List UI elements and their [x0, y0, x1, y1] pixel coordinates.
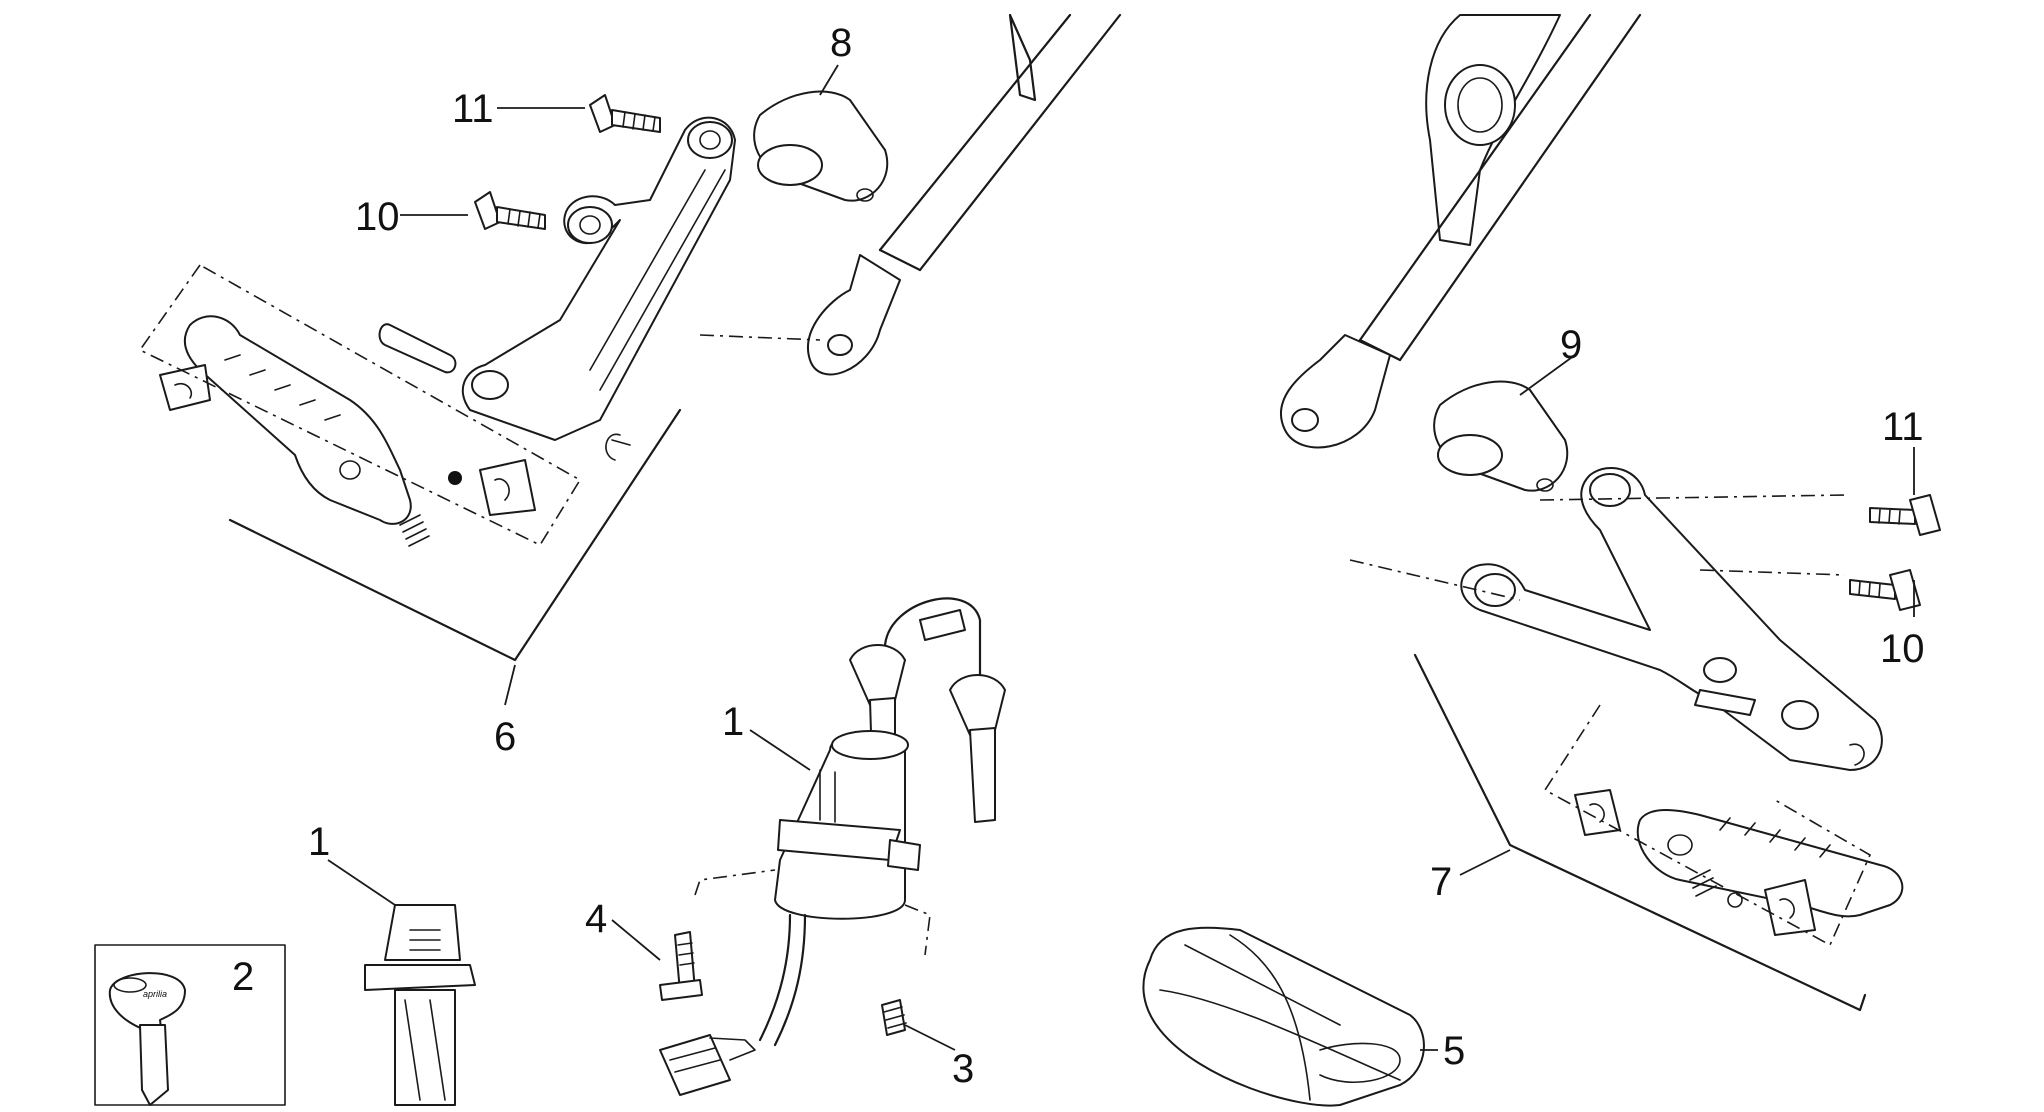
- callout-9: 9: [1560, 323, 1582, 367]
- callout-labels: 11 10 8 9 11 10 6 7 1 1 2 4 3 5: [232, 21, 1925, 1091]
- key-box-part-2: aprilia: [94, 944, 286, 1106]
- callout-1-lock: 1: [308, 820, 330, 864]
- bolt-left-10: [474, 191, 546, 230]
- callout-11-right: 11: [1882, 405, 1924, 449]
- tool-kit-part-5: [1142, 926, 1425, 1107]
- callout-10-left: 10: [355, 195, 400, 239]
- left-footpeg: [138, 263, 821, 547]
- lock-part-1: [364, 904, 476, 1106]
- screw-part-4: [659, 931, 703, 1001]
- bolt-left-11: [589, 94, 661, 133]
- callout-6: 6: [494, 715, 516, 759]
- left-frame-tube: [807, 13, 1122, 376]
- callout-2: 2: [232, 955, 254, 999]
- callout-3: 3: [952, 1047, 974, 1091]
- assembly-bracket-7: [1413, 653, 1867, 1012]
- clamp-part-8: [753, 90, 889, 202]
- callout-4: 4: [585, 897, 607, 941]
- ignition-switch: [659, 597, 1006, 1096]
- clamp-part-9: [1433, 380, 1569, 492]
- callout-10-right: 10: [1880, 627, 1925, 671]
- callout-8: 8: [830, 21, 852, 65]
- leader-lines: [327, 64, 1915, 1051]
- assembly-bracket-6: [228, 408, 682, 662]
- callout-7: 7: [1430, 860, 1452, 904]
- callout-1-ignition: 1: [722, 700, 744, 744]
- callout-11-left: 11: [452, 87, 494, 131]
- callout-5: 5: [1443, 1029, 1465, 1073]
- key-brand-label: aprilia: [143, 989, 167, 999]
- left-footrest-bracket: [378, 116, 736, 461]
- grub-screw-part-3: [881, 999, 907, 1036]
- right-footpeg: [1543, 704, 1904, 947]
- right-footrest-bracket: [1349, 466, 1883, 771]
- bolt-right-11: [1869, 494, 1941, 536]
- bolt-right-10: [1849, 569, 1921, 611]
- right-frame-tube: [1279, 13, 1642, 449]
